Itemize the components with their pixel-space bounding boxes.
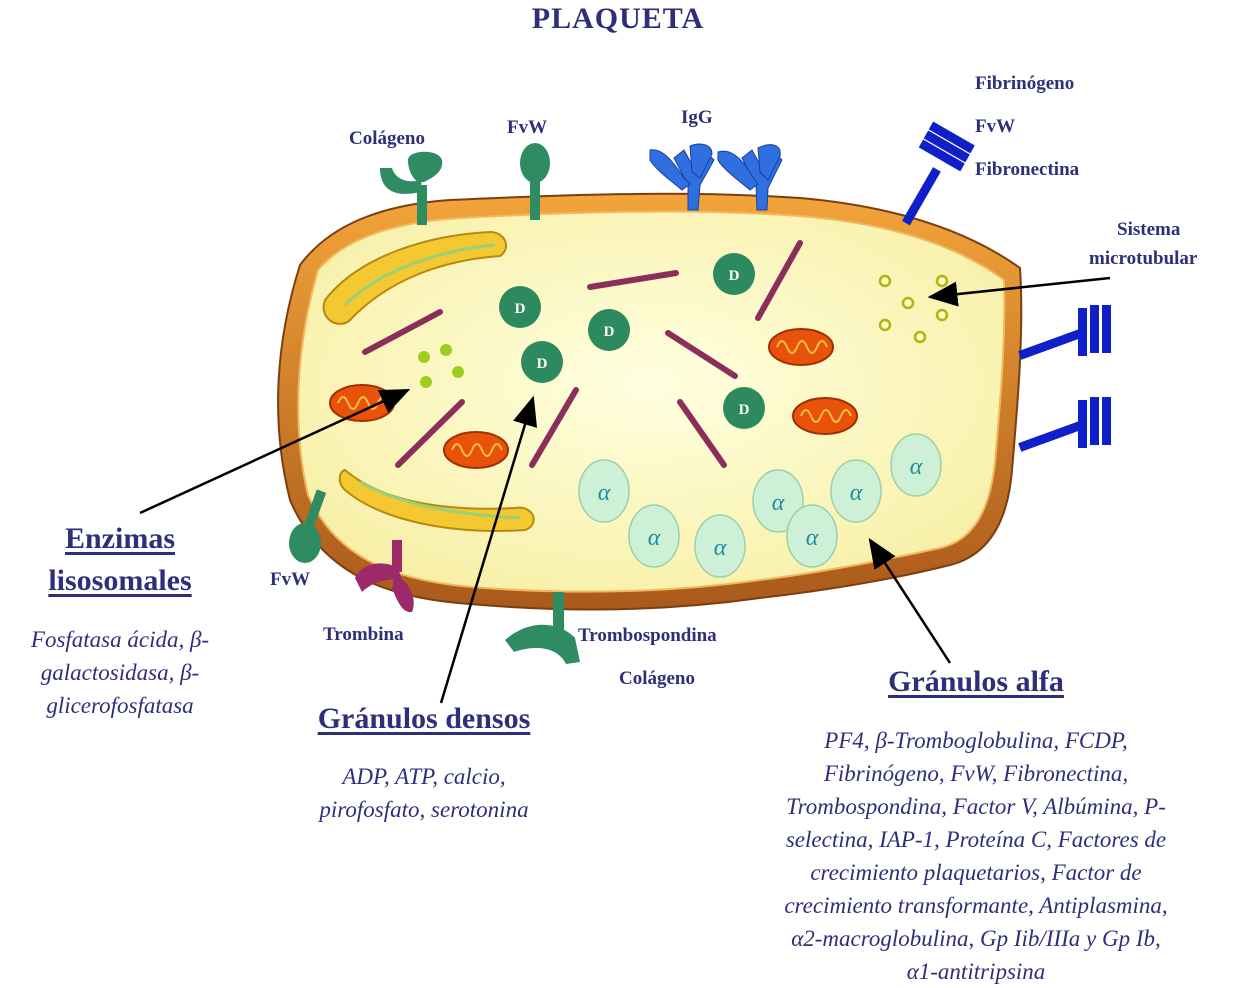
alfa-desc-line: Fibrinógeno, FvW, Fibronectina, <box>716 757 1236 790</box>
label-fibrinogeno: Fibrinógeno <box>975 73 1074 95</box>
alfa-desc-line: Trombospondina, Factor V, Albúmina, P- <box>716 790 1236 823</box>
alfa-heading: Gránulos alfa <box>826 665 1126 699</box>
enzimas-heading-line2: lisosomales <box>20 564 220 598</box>
label-fvw-right: FvW <box>975 116 1015 138</box>
densos-heading: Gránulos densos <box>274 702 574 736</box>
svg-text:D: D <box>739 402 750 418</box>
enzimas-description: Fosfatasa ácida, β- galactosidasa, β- gl… <box>0 623 240 722</box>
label-colageno-top: Colágeno <box>349 128 425 150</box>
alpha-granule: α <box>579 460 629 522</box>
enzimas-desc-line: glicerofosfatasa <box>0 689 240 722</box>
label-fvw-top: FvW <box>507 117 547 139</box>
alpha-granule: α <box>787 505 837 567</box>
alfa-description: PF4, β-Tromboglobulina, FCDP, Fibrinógen… <box>716 724 1236 988</box>
densos-desc-line: pirofosfato, serotonina <box>274 793 574 826</box>
label-colageno-bottom: Colágeno <box>619 668 695 690</box>
label-trombina: Trombina <box>323 624 404 646</box>
svg-text:D: D <box>537 356 548 372</box>
label-trombospondina: Trombospondina <box>578 625 717 647</box>
densos-desc-line: ADP, ATP, calcio, <box>274 760 574 793</box>
svg-text:α: α <box>806 525 819 551</box>
alfa-desc-line: crecimiento plaquetarios, Factor de <box>716 856 1236 889</box>
densos-description: ADP, ATP, calcio, pirofosfato, serotonin… <box>274 760 574 826</box>
svg-text:α: α <box>648 525 661 551</box>
alfa-desc-line: α1-antitripsina <box>716 955 1236 988</box>
glycoprotein-receptor-right <box>1018 305 1111 360</box>
svg-text:D: D <box>604 324 615 340</box>
page-title: PLAQUETA <box>0 2 1236 36</box>
enzimas-heading-line1: Enzimas <box>20 522 220 556</box>
label-microtubular: microtubular <box>1089 248 1197 270</box>
enzimas-desc-line: Fosfatasa ácida, β- <box>0 623 240 656</box>
svg-text:α: α <box>910 454 923 480</box>
enzimas-desc-line: galactosidasa, β- <box>0 656 240 689</box>
svg-text:α: α <box>598 480 611 506</box>
alpha-granule: α <box>891 434 941 496</box>
alfa-desc-line: α2-macroglobulina, Gp Iib/IIIa y Gp Ib, <box>716 922 1236 955</box>
label-fibronectina: Fibronectina <box>975 159 1079 181</box>
alpha-granule: α <box>695 515 745 577</box>
dense-granule: D <box>713 253 755 295</box>
svg-text:D: D <box>729 268 740 284</box>
alfa-desc-line: selectina, IAP-1, Proteína C, Factores d… <box>716 823 1236 856</box>
glycoprotein-receptor-top <box>902 122 975 226</box>
label-sistema: Sistema <box>1117 219 1180 241</box>
alfa-desc-line: crecimiento transformante, Antiplasmina, <box>716 889 1236 922</box>
alpha-granule: α <box>831 460 881 522</box>
alpha-granule: α <box>629 505 679 567</box>
alfa-desc-line: PF4, β-Tromboglobulina, FCDP, <box>716 724 1236 757</box>
glycoprotein-receptor-right <box>1018 397 1111 452</box>
svg-text:α: α <box>772 490 785 516</box>
dense-granule: D <box>521 341 563 383</box>
dense-granule: D <box>588 309 630 351</box>
dense-granule: D <box>723 387 765 429</box>
svg-text:D: D <box>515 301 526 317</box>
label-igg: IgG <box>681 107 713 129</box>
svg-text:α: α <box>850 480 863 506</box>
svg-text:α: α <box>714 535 727 561</box>
label-fvw-bottom: FvW <box>270 569 310 591</box>
dense-granule: D <box>499 286 541 328</box>
